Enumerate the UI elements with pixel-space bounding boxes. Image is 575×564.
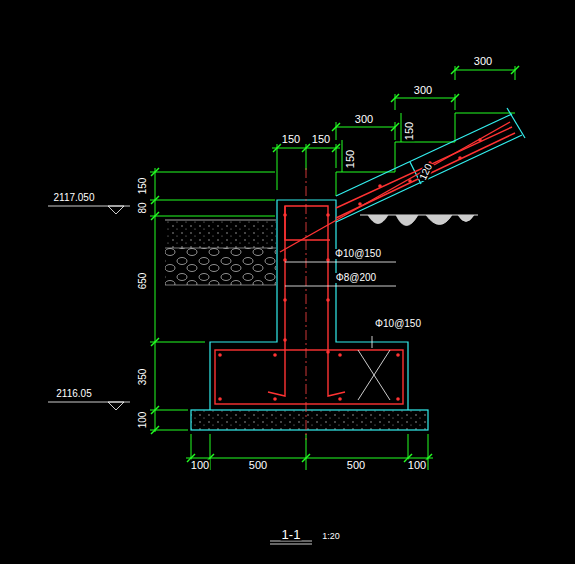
dimension-label: 150	[404, 121, 415, 141]
rebar-note-label: Φ10@150	[374, 319, 422, 329]
dimension-label: 100	[138, 411, 148, 430]
dimension-label: 100	[407, 460, 427, 471]
dimension-label: 150	[138, 177, 148, 196]
leaders-and-marks	[48, 206, 396, 544]
scale-note-label: 1:20	[321, 532, 341, 541]
rebar	[215, 122, 515, 404]
dimension-label: 150	[345, 149, 356, 169]
dimension-label: 150	[311, 134, 331, 145]
dimension-label: 500	[346, 460, 366, 471]
dimension-label: 100	[190, 460, 210, 471]
elevation-label: 2116.05	[55, 389, 92, 399]
dimension-label: 650	[138, 272, 148, 291]
dimension-label: 80	[138, 201, 148, 214]
stair-profile	[336, 113, 515, 196]
dimension-label: 300	[473, 56, 493, 67]
section-title-label: 1-1	[281, 528, 302, 541]
dimension-label: 350	[138, 368, 148, 387]
rebar-dots	[218, 138, 482, 401]
elevation-label: 2117.050	[53, 193, 96, 203]
dimension-lines	[0, 0, 515, 532]
dimension-label: 150	[281, 134, 301, 145]
rebar-note-label: Φ10@150	[334, 249, 382, 259]
rebar-note-label: Φ8@200	[335, 273, 377, 283]
dimension-label: 500	[248, 460, 268, 471]
soil-layers	[165, 215, 478, 285]
dimension-label: 300	[354, 114, 374, 125]
dimension-ticks	[151, 66, 519, 462]
center-line	[306, 168, 307, 440]
dimension-label: 300	[413, 85, 433, 96]
